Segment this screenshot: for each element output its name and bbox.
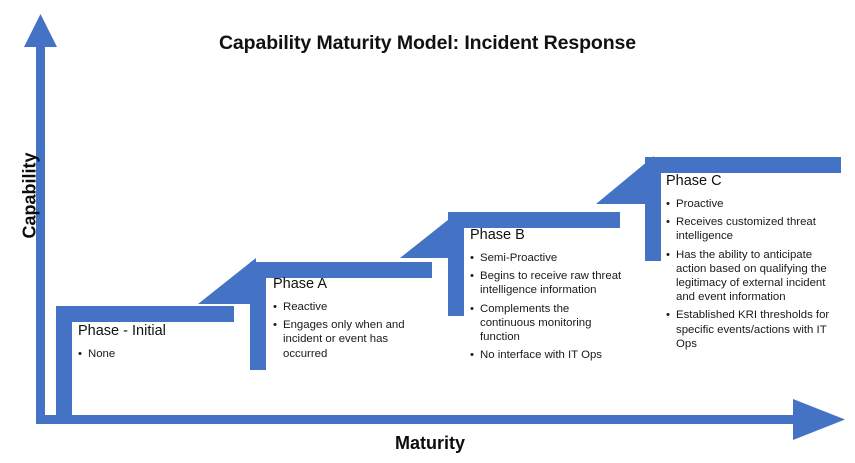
- list-item: Has the ability to anticipate action bas…: [666, 248, 838, 305]
- step-leg: [645, 173, 661, 261]
- phase-a-text: Phase A Reactive Engages only when and i…: [273, 276, 425, 365]
- ramp-b-to-c: [596, 156, 654, 204]
- x-axis-line: [36, 415, 796, 424]
- phase-c-text: Phase C Proactive Receives customized th…: [666, 173, 838, 355]
- phase-a-bullets: Reactive Engages only when and incident …: [273, 300, 425, 361]
- phase-c-bullets: Proactive Receives customized threat int…: [666, 197, 838, 351]
- step-bar: [645, 157, 841, 173]
- phase-initial-bullets: None: [78, 347, 228, 361]
- list-item: Established KRI thresholds for specific …: [666, 308, 838, 351]
- phase-b-bullets: Semi-Proactive Begins to receive raw thr…: [470, 251, 622, 363]
- list-item: Reactive: [273, 300, 425, 314]
- list-item: Receives customized threat intelligence: [666, 215, 838, 243]
- list-item: None: [78, 347, 228, 361]
- phase-a-heading: Phase A: [273, 276, 328, 292]
- step-phase-initial[interactable]: [56, 306, 234, 416]
- list-item: Begins to receive raw threat intelligenc…: [470, 269, 622, 297]
- page-title: Capability Maturity Model: Incident Resp…: [218, 32, 637, 54]
- step-phase-c[interactable]: [645, 157, 841, 261]
- phase-initial-heading: Phase - Initial: [78, 323, 166, 339]
- step-bar: [448, 212, 620, 228]
- phase-b-text: Phase B Semi-Proactive Begins to receive…: [470, 227, 622, 366]
- ramp-initial-to-a: [198, 258, 256, 304]
- step-bar: [250, 262, 432, 278]
- arrow-right-icon: [793, 399, 845, 440]
- phase-initial-text: Phase - Initial None: [78, 323, 228, 365]
- step-leg: [448, 228, 464, 316]
- step-bar: [56, 306, 234, 322]
- step-leg: [250, 278, 266, 370]
- phase-c-heading: Phase C: [666, 173, 722, 189]
- list-item: Proactive: [666, 197, 838, 211]
- step-phase-b[interactable]: [448, 212, 620, 316]
- step-phase-a[interactable]: [250, 262, 432, 370]
- ramp-a-to-b: [400, 212, 458, 258]
- x-axis-label: Maturity: [394, 433, 465, 453]
- list-item: No interface with IT Ops: [470, 348, 622, 362]
- list-item: Engages only when and incident or event …: [273, 318, 425, 361]
- list-item: Complements the continuous monitoring fu…: [470, 302, 622, 345]
- step-leg: [56, 322, 72, 416]
- y-axis-label: Capability: [19, 152, 40, 239]
- list-item: Semi-Proactive: [470, 251, 622, 265]
- phase-b-heading: Phase B: [470, 227, 525, 243]
